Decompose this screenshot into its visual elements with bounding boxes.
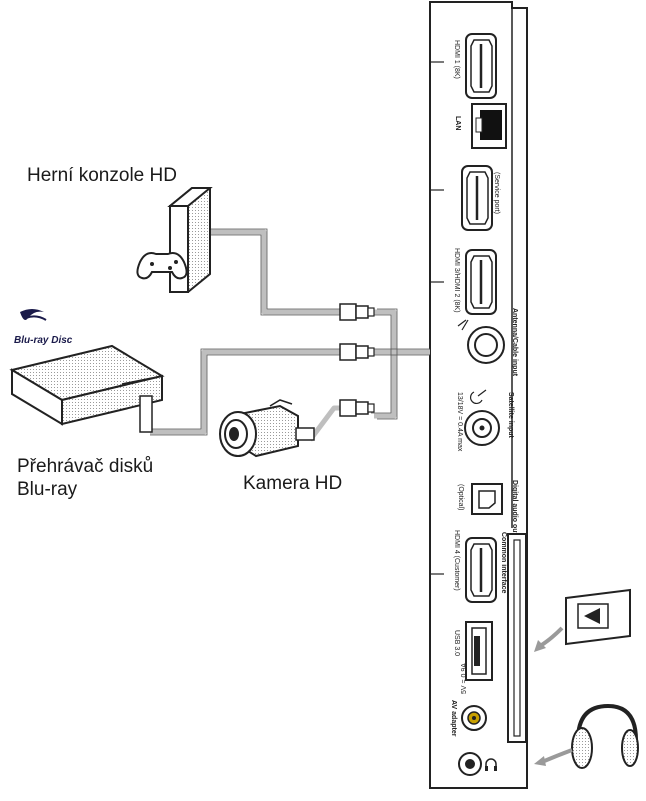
- satellite-port: [464, 389, 500, 446]
- optical-port: [471, 483, 503, 515]
- hdmi-plug-bottom: [339, 399, 375, 417]
- satellite-sub-text: 13/18V = 0.4A max: [456, 392, 463, 452]
- ci-card-icon: [565, 588, 631, 646]
- hdmi-mid-text: HDMI 3/HDMI 2 (8K): [453, 248, 460, 313]
- cables: [150, 229, 430, 442]
- digital-audio-text: Digital audio out: [511, 480, 518, 535]
- game-console-icon: [136, 187, 213, 293]
- hdmi4-text: HDMI 4 (Customer): [453, 530, 460, 591]
- bluray-player-icon: [9, 344, 165, 433]
- hdmi-plug-top: [339, 303, 375, 321]
- lan-port: [471, 103, 507, 149]
- satellite-text: Satellite input: [507, 392, 514, 439]
- hdmi4-port: [465, 537, 497, 603]
- usb-text: USB 3.0: [453, 630, 460, 656]
- hdmi1-text: HDMI 1 (8K): [453, 40, 460, 79]
- bluray-logo-text: Blu-ray Disc: [14, 335, 73, 346]
- cables-outline: [150, 228, 430, 436]
- optical-text: (Optical): [457, 484, 464, 510]
- common-interface-text: Common interface: [500, 532, 507, 594]
- hdmi-mid-port: [465, 249, 497, 315]
- antenna-text: Antenna/Cable input: [511, 308, 518, 377]
- game-console-label: Herní konzole HD: [27, 165, 177, 186]
- arrow-icon: [534, 626, 564, 652]
- bluray-player-label-line1: Přehrávač disků: [17, 456, 154, 477]
- bluray-logo: Blu-ray Disc: [14, 309, 73, 346]
- hd-camera-icon: [219, 399, 315, 458]
- common-interface-slot: [507, 533, 527, 743]
- av-adapter-text: AV adapter: [450, 700, 457, 737]
- arrow-icon: [534, 748, 573, 766]
- hdmi-service-port: [461, 165, 493, 231]
- headphone-jack: [458, 752, 497, 776]
- bluray-player-label-line2: Blu-ray: [17, 479, 78, 500]
- hdmi-plug-middle: [339, 343, 375, 361]
- av-adapter-port: [461, 705, 487, 731]
- headphones-icon: [571, 703, 639, 769]
- usb-sub-text: 5V = 0.9A: [461, 663, 468, 694]
- usb-port: [465, 621, 493, 681]
- hdmi1-port: [465, 33, 497, 99]
- lan-text: LAN: [454, 116, 461, 130]
- hdmi-service-text: (Service port): [493, 172, 500, 214]
- hdmi-bracket: [429, 61, 444, 575]
- camera-label: Kamera HD: [243, 473, 343, 494]
- antenna-port: [457, 319, 505, 364]
